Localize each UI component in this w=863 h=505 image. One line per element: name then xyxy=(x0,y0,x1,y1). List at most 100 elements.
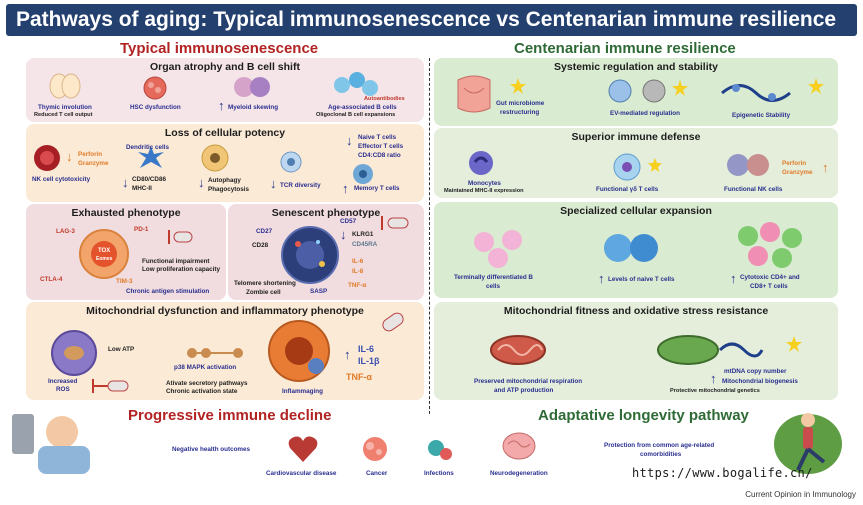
age-b-cells-label: Age-associated B cells xyxy=(328,104,397,111)
zombie-cell-icon xyxy=(281,226,339,284)
genetics-label: Protective mitochondrial genetics xyxy=(670,388,760,394)
autophagy-down-arrow xyxy=(198,176,205,189)
zombie-label: Zombie cell xyxy=(246,289,281,296)
watermark-url: https://www.bogalife.cn/ xyxy=(632,466,813,480)
left-column-title: Typical immunosenescence xyxy=(120,40,319,57)
decline-title: Progressive immune decline xyxy=(128,407,332,424)
memory-up-arrow xyxy=(342,182,349,195)
mtdna-label: mtDNA copy number xyxy=(724,368,787,375)
myeloid-up-arrow xyxy=(218,99,225,112)
infections-label: Infections xyxy=(424,470,454,477)
right-column-title: Centenarian immune resilience xyxy=(514,40,736,57)
gut-label: Gut microbiome xyxy=(496,100,545,107)
ev-star-icon xyxy=(672,80,688,96)
center-divider xyxy=(429,58,430,414)
exhausted-panel: Exhausted phenotype TOX Eomes LAG-3 PD-1… xyxy=(26,204,226,300)
ros-inhibitor-icon xyxy=(92,379,129,393)
gut-star-icon xyxy=(510,78,526,94)
cytokine-inhibitor-icon xyxy=(382,312,404,332)
page-title: Pathways of aging: Typical immunosenesce… xyxy=(6,4,857,36)
expansion-panel: Specialized cellular expansion Terminall… xyxy=(434,202,838,298)
autoantibodies-label: Autoantibodies xyxy=(364,96,405,102)
secretory-label: Ativate secretory pathways xyxy=(166,380,248,387)
tim3-label: TIM-3 xyxy=(116,278,133,285)
b-cells-icon xyxy=(474,230,522,268)
naive-down-arrow xyxy=(346,134,353,147)
gd-t-cell-icon xyxy=(613,153,641,181)
gut-icon xyxy=(457,75,491,113)
mitochondria-icon xyxy=(490,335,546,365)
nk-granzyme-label: Granzyme xyxy=(782,169,813,176)
cd27-label: CD27 xyxy=(256,228,273,235)
ev-cells-icon xyxy=(608,79,666,103)
mito-fitness-panel: Mitochondrial fitness and oxidative stre… xyxy=(434,302,838,400)
thymus-icon xyxy=(49,73,81,99)
organ-atrophy-title: Organ atrophy and B cell shift xyxy=(150,61,300,73)
active-elder-icon xyxy=(774,413,842,474)
nk-cells-icon xyxy=(727,154,769,176)
cancer-label: Cancer xyxy=(366,470,388,477)
chronic-antigen-label: Chronic antigen stimulation xyxy=(126,288,210,295)
il8-label: IL-8 xyxy=(352,268,364,275)
cellular-potency-title: Loss of cellular potency xyxy=(164,127,286,139)
tnf-label: TNF-α xyxy=(348,282,367,289)
preserved-label-2: and ATP production xyxy=(494,387,554,394)
il6-cytokine-label: IL-6 xyxy=(358,344,375,354)
t-cell-icon xyxy=(280,151,302,173)
cd57-label: CD57 xyxy=(340,218,357,225)
memory-t-cell-icon xyxy=(353,164,373,184)
cytotoxic-up-arrow xyxy=(730,272,737,285)
naive-t-cells-label: Naive T cells xyxy=(358,134,397,141)
gut-label-2: restructuring xyxy=(500,109,540,116)
myeloid-cells-icon xyxy=(234,77,270,97)
perforin-down-arrow xyxy=(66,150,73,163)
nk-up-arrow xyxy=(822,161,829,174)
exhausted-t-cell-icon xyxy=(79,229,129,279)
phagocytosis-label: Phagocytosis xyxy=(208,186,249,193)
cd57-inhibitor-icon xyxy=(381,216,409,230)
thymic-sub-label: Reduced T cell output xyxy=(34,112,93,118)
hsc-dysfunction-label: HSC dysfunction xyxy=(130,104,181,111)
heart-icon xyxy=(288,436,318,462)
nk-functional-label: Functional NK cells xyxy=(724,186,783,193)
dendritic-cell-icon xyxy=(138,146,164,168)
low-atp-label: Low ATP xyxy=(108,346,135,353)
biogenesis-label: Mitochondrial biogenesis xyxy=(722,378,798,385)
klrg1-label: KLRG1 xyxy=(352,231,374,238)
inflamed-cell-icon xyxy=(268,320,330,382)
naive-t-cells-icon xyxy=(604,234,658,262)
defense-panel: Superior immune defense Monocytes Mainta… xyxy=(434,128,838,198)
ros-label: ROS xyxy=(56,386,70,393)
gd-t-cells-label: Functional γδ T cells xyxy=(596,186,659,193)
p38-chain-icon xyxy=(187,348,243,358)
systemic-panel: Systemic regulation and stability Gut mi… xyxy=(434,58,838,126)
low-prolif-label: Low proliferation capacity xyxy=(142,266,221,273)
mito-dna-icon xyxy=(657,335,764,365)
mhc-label: MHC-II xyxy=(132,185,152,192)
protection-label-2: comorbidities xyxy=(640,451,682,458)
tcr-down-arrow xyxy=(270,177,277,190)
cancer-icon xyxy=(363,437,387,461)
ctla4-label: CTLA-4 xyxy=(40,276,63,283)
cytotoxic-cells-icon xyxy=(738,222,802,268)
naive-up-arrow xyxy=(598,272,605,285)
p38-label: p38 MAPK activation xyxy=(174,364,237,371)
sasp-label: SASP xyxy=(310,288,328,295)
eomes-label: Eomes xyxy=(96,256,113,262)
perforin-label: Perforin xyxy=(78,151,103,158)
nk-perforin-label: Perforin xyxy=(782,160,807,167)
neuro-label: Neurodegeneration xyxy=(490,470,548,477)
lag3-label: LAG-3 xyxy=(56,228,75,235)
monocytes-sub-label: Maintained MHC-II expression xyxy=(444,188,524,194)
nk-cytotoxicity-label: NK cell cytotoxicity xyxy=(32,176,91,183)
cd28-label: CD28 xyxy=(252,242,269,249)
tnf-cytokine-label: TNF-α xyxy=(346,372,373,382)
il1b-cytokine-label: IL-1β xyxy=(358,356,380,366)
preserved-label: Preserved mitochondrial respiration xyxy=(474,378,583,385)
cytotoxic-label-2: CD8+ T cells xyxy=(750,283,788,290)
inflammaging-label: Inflammaging xyxy=(282,388,323,395)
cellular-potency-panel: Loss of cellular potency Perforin Granzy… xyxy=(26,124,424,202)
mito-dysfunction-title: Mitochondrial dysfunction and inflammato… xyxy=(86,305,364,317)
tox-label: TOX xyxy=(98,248,111,254)
exhausted-title: Exhausted phenotype xyxy=(71,207,181,219)
